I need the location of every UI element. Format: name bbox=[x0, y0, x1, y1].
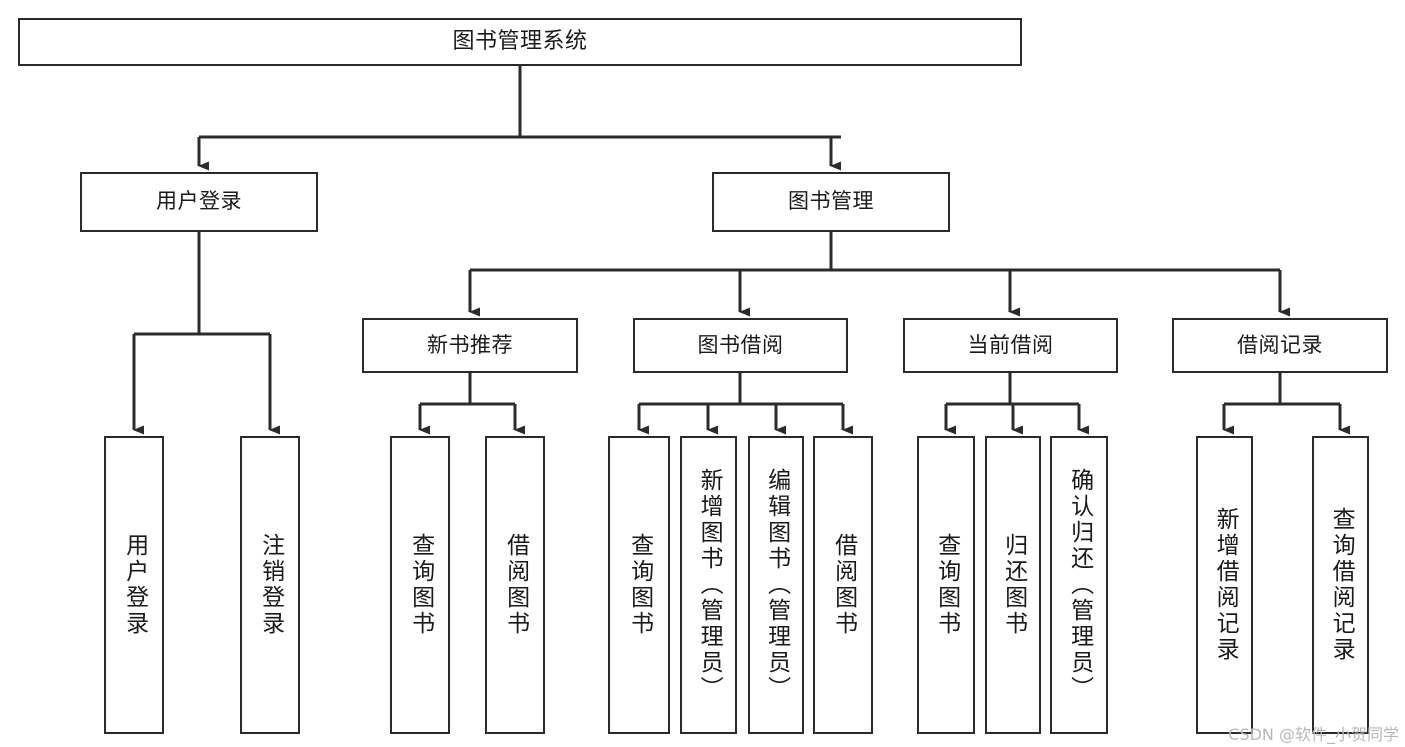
node-current-borrow[interactable]: 当前借阅 bbox=[903, 318, 1118, 373]
leaf-current-return-book[interactable]: 归还图书 bbox=[985, 436, 1041, 734]
node-new-book-recommend-label: 新书推荐 bbox=[427, 332, 513, 357]
node-user-login[interactable]: 用户登录 bbox=[80, 172, 318, 232]
leaf-borrow-edit-book-admin-label: 编辑图书（管理员） bbox=[763, 468, 790, 702]
watermark-text: CSDN @软件_小贺同学 bbox=[1228, 725, 1399, 744]
leaf-current-query-book[interactable]: 查询图书 bbox=[917, 436, 975, 734]
leaf-borrow-add-book-admin-label: 新增图书（管理员） bbox=[696, 468, 723, 702]
node-root-system[interactable]: 图书管理系统 bbox=[18, 18, 1022, 66]
leaf-borrow-query-book[interactable]: 查询图书 bbox=[608, 436, 670, 734]
leaf-user-login[interactable]: 用户登录 bbox=[104, 436, 164, 734]
leaf-current-confirm-return-admin-label: 确认归还（管理员） bbox=[1066, 468, 1093, 702]
connectors bbox=[132, 66, 1350, 435]
node-book-borrow-label: 图书借阅 bbox=[697, 332, 784, 357]
node-user-login-label: 用户登录 bbox=[156, 189, 242, 214]
node-current-borrow-label: 当前借阅 bbox=[967, 332, 1054, 357]
node-new-book-recommend[interactable]: 新书推荐 bbox=[362, 318, 578, 373]
node-book-management[interactable]: 图书管理 bbox=[712, 172, 950, 232]
leaf-user-logout-label: 注销登录 bbox=[257, 533, 284, 637]
leaf-record-add-record[interactable]: 新增借阅记录 bbox=[1196, 436, 1253, 734]
leaf-borrow-lend-book[interactable]: 借阅图书 bbox=[813, 436, 873, 734]
node-borrow-record-label: 借阅记录 bbox=[1237, 332, 1323, 357]
node-book-management-label: 图书管理 bbox=[788, 189, 874, 214]
leaf-borrow-query-book-label: 查询图书 bbox=[626, 533, 653, 637]
leaf-record-query-record[interactable]: 查询借阅记录 bbox=[1312, 436, 1369, 734]
leaf-current-confirm-return-admin[interactable]: 确认归还（管理员） bbox=[1050, 436, 1108, 734]
leaf-current-query-book-label: 查询图书 bbox=[933, 533, 960, 637]
node-book-borrow[interactable]: 图书借阅 bbox=[633, 318, 848, 373]
leaf-record-add-record-label: 新增借阅记录 bbox=[1212, 507, 1239, 663]
node-borrow-record[interactable]: 借阅记录 bbox=[1172, 318, 1388, 373]
leaf-current-return-book-label: 归还图书 bbox=[1000, 533, 1027, 637]
leaf-borrow-add-book-admin[interactable]: 新增图书（管理员） bbox=[680, 436, 737, 734]
leaf-newbook-borrow-book-label: 借阅图书 bbox=[502, 533, 529, 637]
leaf-borrow-lend-book-label: 借阅图书 bbox=[830, 533, 857, 637]
leaf-newbook-query-book-label: 查询图书 bbox=[407, 533, 434, 637]
leaf-user-login-label: 用户登录 bbox=[121, 533, 148, 637]
leaf-record-query-record-label: 查询借阅记录 bbox=[1328, 507, 1355, 663]
leaf-user-logout[interactable]: 注销登录 bbox=[240, 436, 300, 734]
leaf-newbook-borrow-book[interactable]: 借阅图书 bbox=[485, 436, 545, 734]
leaf-borrow-edit-book-admin[interactable]: 编辑图书（管理员） bbox=[748, 436, 804, 734]
node-root-label: 图书管理系统 bbox=[452, 28, 588, 54]
leaf-newbook-query-book[interactable]: 查询图书 bbox=[390, 436, 450, 734]
